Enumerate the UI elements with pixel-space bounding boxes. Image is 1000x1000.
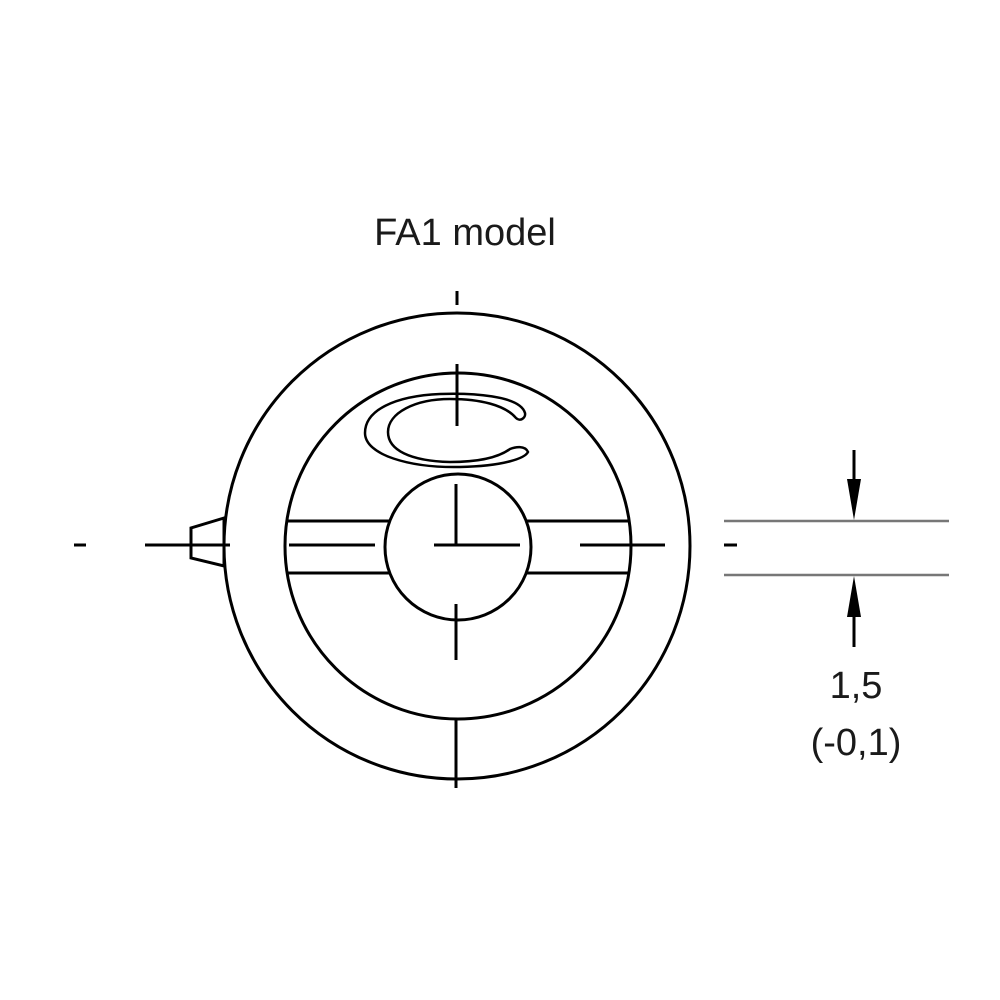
dimension-tolerance: (-0,1) <box>810 722 902 764</box>
dimension-lines <box>724 519 949 577</box>
c-logo <box>363 392 530 469</box>
drawing-title: FA1 model <box>374 212 556 254</box>
cross-bar <box>287 519 630 575</box>
vertical-centerline <box>454 291 459 788</box>
center-hub <box>383 472 533 622</box>
dimension-arrow-top <box>847 450 861 520</box>
knob-tab <box>189 515 226 568</box>
dimension-arrow-bottom <box>847 576 861 647</box>
dimension-value: 1,5 <box>829 665 883 707</box>
